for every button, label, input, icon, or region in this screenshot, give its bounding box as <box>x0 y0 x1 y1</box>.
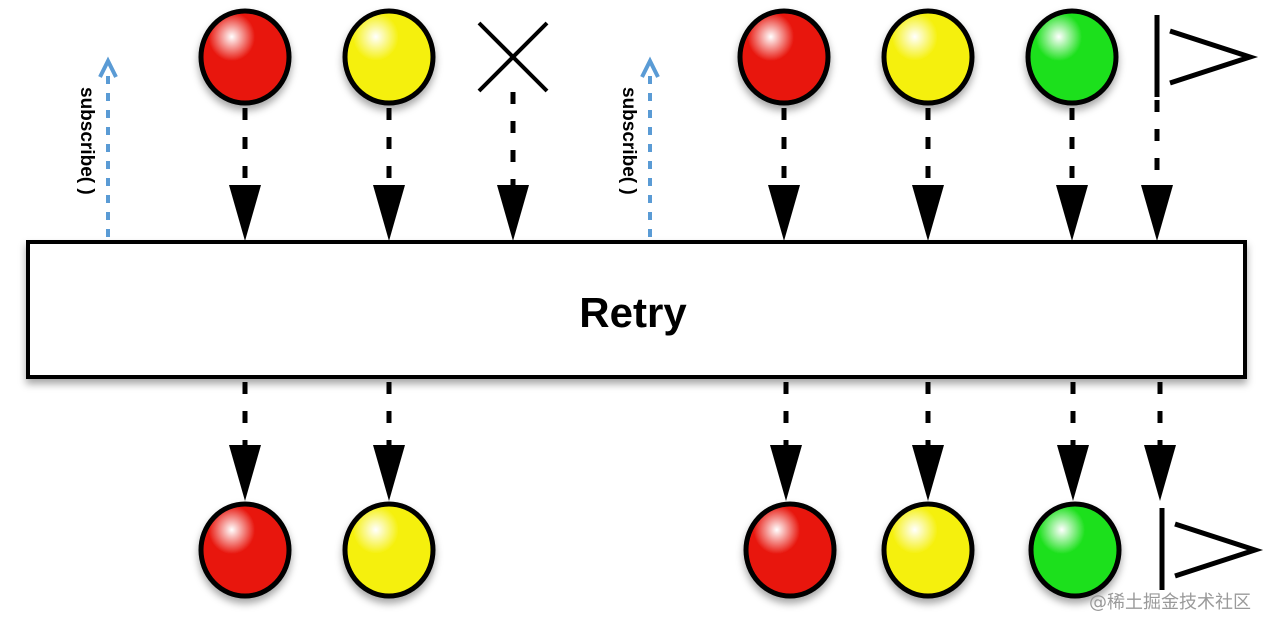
error-x-icon <box>477 21 549 93</box>
yellow-marble <box>342 8 436 106</box>
emission-arrow <box>912 108 944 241</box>
emission-arrow <box>768 108 800 241</box>
emission-arrow <box>1056 108 1088 241</box>
watermark: @稀土掘金技术社区 <box>1089 592 1251 613</box>
subscribe-arrow: subscribe( ) <box>76 56 118 237</box>
retry-operator-box: Retry <box>26 240 1247 379</box>
red-marble <box>198 501 292 599</box>
emission-arrow <box>912 382 944 501</box>
emission-arrow <box>373 382 405 501</box>
green-marble <box>1025 8 1119 106</box>
emission-arrow <box>1144 382 1176 501</box>
yellow-marble <box>342 501 436 599</box>
emission-arrow <box>1057 382 1089 501</box>
operator-label: Retry <box>579 289 687 336</box>
red-marble <box>198 8 292 106</box>
subscribe-label: subscribe( ) <box>76 87 97 195</box>
emission-arrow <box>770 382 802 501</box>
emission-arrow <box>497 92 529 241</box>
yellow-marble <box>881 8 975 106</box>
source-timeline: subscribe( ) subscribe( ) <box>32 8 1259 241</box>
emission-arrow <box>1141 100 1173 241</box>
timeline-arrowhead <box>1169 28 1259 86</box>
green-marble <box>1028 501 1122 599</box>
yellow-marble <box>881 501 975 599</box>
red-marble <box>737 8 831 106</box>
subscribe-arrow: subscribe( ) <box>618 56 660 237</box>
emission-arrow <box>229 382 261 501</box>
result-timeline <box>38 382 1264 599</box>
red-marble <box>743 501 837 599</box>
emission-arrow <box>373 108 405 241</box>
emission-arrow <box>229 108 261 241</box>
timeline-arrowhead <box>1174 521 1264 579</box>
subscribe-label: subscribe( ) <box>618 87 639 195</box>
